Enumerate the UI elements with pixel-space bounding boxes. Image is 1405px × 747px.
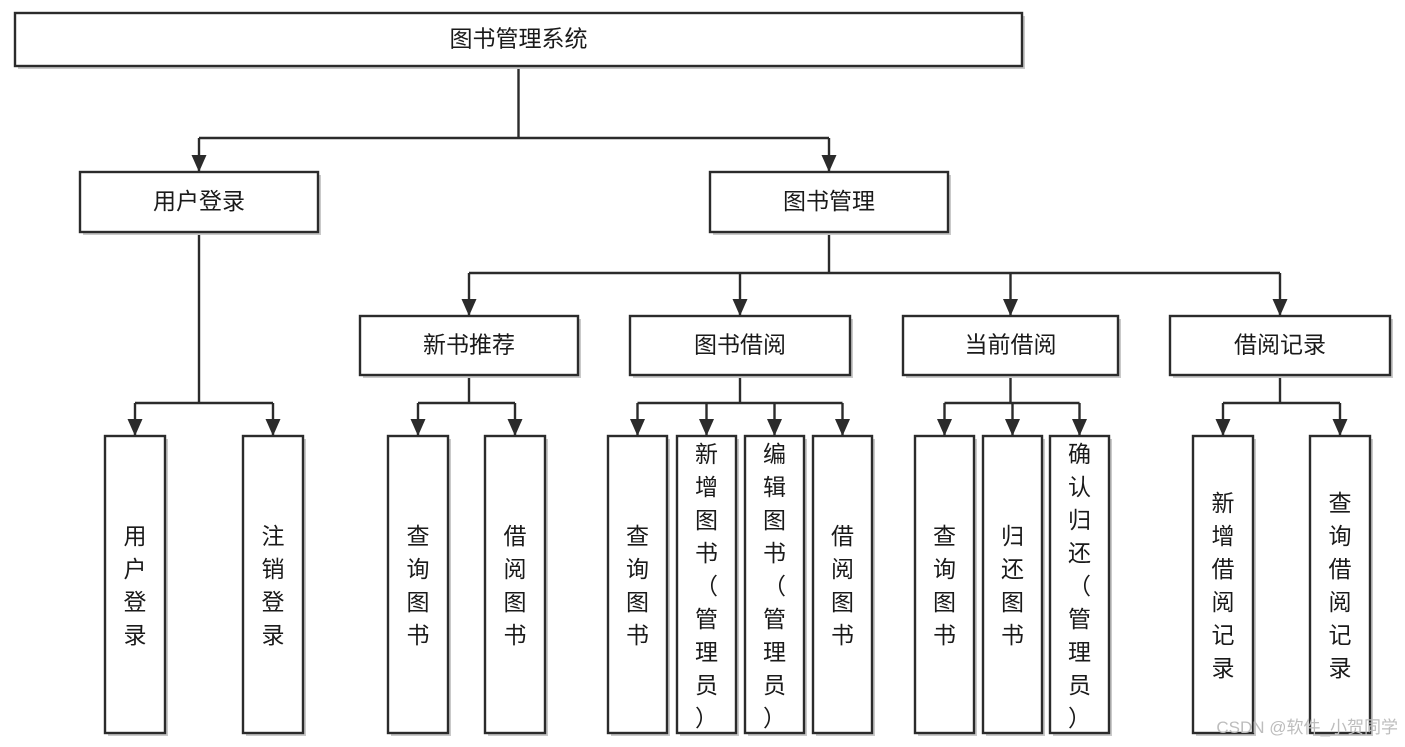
arrow-head-icon [1072,419,1087,436]
node-leaf-query-book-1[interactable]: 查询图书 [386,434,451,736]
arrow-head-icon [1272,299,1288,316]
arrow-head-icon [127,419,143,436]
arrow-head-icon [821,155,837,172]
node-leaf-borrow-book-2[interactable]: 借阅图书 [811,434,875,736]
edge-group-borrow-record [1215,375,1348,436]
node-label: 新增借阅记录 [1212,490,1235,681]
node-label: 用户登录 [124,523,147,648]
watermark-label: CSDN @软件_小贺同学 [1216,718,1398,737]
connector-lines [127,66,1348,436]
node-rect[interactable] [386,434,450,735]
node-rect[interactable] [913,434,976,735]
node-rect[interactable] [708,170,950,234]
node-label: 编辑图书（管理员） [763,441,786,731]
node-rect[interactable] [811,434,874,735]
node-book-manage[interactable]: 图书管理 [708,170,951,235]
edge-group-book-borrow [630,375,850,436]
arrow-head-icon [410,419,426,436]
node-rect[interactable] [675,434,738,735]
node-rect[interactable] [901,314,1120,377]
node-label: 当前借阅 [965,332,1057,358]
edge-group-user-login [127,232,281,436]
node-leaf-user-login[interactable]: 用户登录 [103,434,168,736]
node-label: 用户登录 [153,188,245,214]
node-borrow-record[interactable]: 借阅记录 [1168,314,1393,378]
arrow-head-icon [265,419,281,436]
arrow-head-icon [1003,299,1018,316]
node-rect[interactable] [103,434,167,735]
node-label: 图书借阅 [694,332,786,358]
node-leaf-borrow-book-1[interactable]: 借阅图书 [483,434,548,736]
node-leaf-query-book-3[interactable]: 查询图书 [913,434,977,736]
node-rect[interactable] [743,434,806,735]
node-label: 图书管理 [783,188,875,214]
arrow-head-icon [191,155,207,172]
node-label: 借阅图书 [831,523,854,648]
node-label: 新书推荐 [423,332,515,358]
node-rect[interactable] [628,314,852,377]
arrow-head-icon [1005,419,1020,436]
node-leaf-add-book[interactable]: 新增图书（管理员） [675,434,739,736]
node-label: 查询图书 [933,523,956,648]
arrow-head-icon [630,419,645,436]
node-label: 查询借阅记录 [1329,490,1352,681]
arrow-head-icon [732,299,748,316]
node-leaf-query-book-2[interactable]: 查询图书 [606,434,670,736]
node-label: 新增图书（管理员） [695,441,718,731]
node-current-borrow[interactable]: 当前借阅 [901,314,1121,378]
node-rect[interactable] [606,434,669,735]
node-label: 借阅记录 [1234,332,1326,358]
node-label: 确认归还（管理员） [1068,441,1091,731]
node-leaf-query-record[interactable]: 查询借阅记录 [1308,434,1373,736]
node-leaf-logout[interactable]: 注销登录 [241,434,306,736]
node-label: 查询图书 [626,523,649,648]
arrow-head-icon [835,419,850,436]
node-label: 借阅图书 [504,523,527,648]
node-rect[interactable] [241,434,305,735]
edge-group-book-manage [461,232,1288,316]
node-rect[interactable] [78,170,320,234]
node-boxes: 图书管理系统用户登录图书管理新书推荐图书借阅当前借阅借阅记录用户登录注销登录查询… [13,11,1393,736]
edge-group-current-borrow [937,375,1087,436]
node-user-login[interactable]: 用户登录 [78,170,321,235]
node-label: 注销登录 [262,523,285,648]
node-book-borrow[interactable]: 图书借阅 [628,314,853,378]
node-rect[interactable] [1191,434,1255,735]
node-rect[interactable] [1168,314,1392,377]
node-rect[interactable] [1308,434,1372,735]
node-rect[interactable] [358,314,580,377]
arrow-head-icon [937,419,952,436]
arrow-head-icon [461,299,477,316]
node-leaf-add-record[interactable]: 新增借阅记录 [1191,434,1256,736]
node-root[interactable]: 图书管理系统 [13,11,1025,69]
node-leaf-confirm-return[interactable]: 确认归还（管理员） [1048,434,1112,736]
arrow-head-icon [507,419,523,436]
arrow-head-icon [1332,419,1348,436]
edge-group-root [191,66,837,172]
node-leaf-return-book[interactable]: 归还图书 [981,434,1045,736]
node-rect[interactable] [981,434,1044,735]
arrow-head-icon [699,419,714,436]
node-new-book-rec[interactable]: 新书推荐 [358,314,581,378]
arrow-head-icon [1215,419,1231,436]
node-leaf-edit-book[interactable]: 编辑图书（管理员） [743,434,807,736]
arrow-head-icon [767,419,782,436]
node-rect[interactable] [1048,434,1111,735]
edge-group-new-book-rec [410,375,523,436]
node-label: 查询图书 [407,523,430,648]
node-label: 归还图书 [1001,523,1024,648]
node-rect[interactable] [483,434,547,735]
node-rect[interactable] [13,11,1024,68]
node-label: 图书管理系统 [450,26,588,52]
